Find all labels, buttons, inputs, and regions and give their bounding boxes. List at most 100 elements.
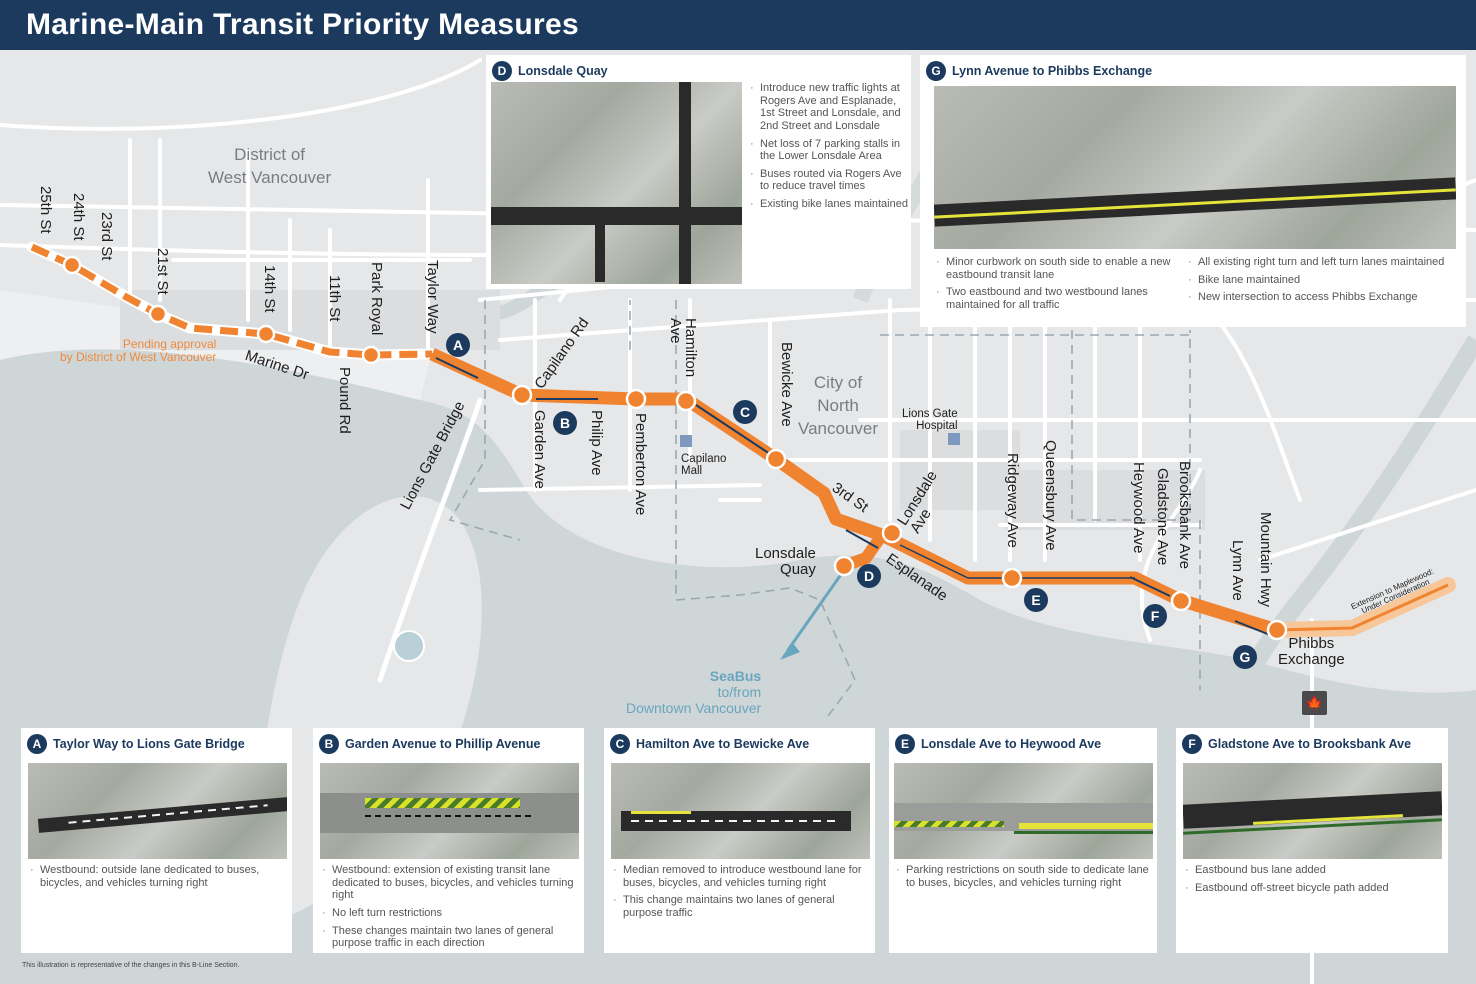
panel-d-bullets: Introduce new traffic lights at Rogers A… [748,82,908,216]
map-badge-a[interactable]: A [446,333,470,357]
street-label-philip-ave: Philip Ave [588,410,605,476]
panel-f-title: Gladstone Ave to Brooksbank Ave [1208,737,1412,751]
street-label-queensbury-ave: Queensbury Ave [1042,440,1059,551]
panel-g-header: G Lynn Avenue to Phibbs Exchange [926,61,1152,81]
panel-g-bullets-right: All existing right turn and left turn la… [1186,256,1462,309]
panel-d-badge: D [492,61,512,81]
street-label-14th: 14th St [261,265,278,313]
poi-label-capilano-mall: Capilano Mall [681,453,727,478]
panel-g-title: Lynn Avenue to Phibbs Exchange [952,64,1153,78]
panel-c-aerial-image [611,763,870,859]
panel-g-lynn-to-phibbs: G Lynn Avenue to Phibbs Exchange Minor c… [920,55,1466,327]
panel-b-bullet: These changes maintain two lanes of gene… [320,925,582,950]
street-label-hamilton-ave: Hamilton Ave [667,318,699,378]
panel-c-bullet: This change maintains two lanes of gener… [611,894,873,919]
map-badge-c[interactable]: C [733,400,757,424]
panel-g-bullet: New intersection to access Phibbs Exchan… [1186,291,1462,304]
panel-a-aerial-image [28,763,287,859]
panel-f-bullet: Eastbound off-street bicycle path added [1183,882,1445,895]
street-label-pound-rd: Pound Rd [336,367,353,434]
poi-label-phibbs-exchange: Phibbs Exchange [1278,635,1345,668]
panel-f-bullets: Eastbound bus lane added Eastbound off-s… [1183,864,1445,899]
page-title: Marine-Main Transit Priority Measures [26,8,579,41]
panel-b-aerial-image [320,763,579,859]
panel-d-bullet: Buses routed via Rogers Ave to reduce tr… [748,168,908,193]
panel-b-bullet: Westbound: extension of existing transit… [320,864,582,902]
panel-d-aerial-image [491,82,742,284]
trans-canada-highway-shield-icon: 🍁 [1302,691,1327,715]
street-label-heywood-ave: Heywood Ave [1130,462,1147,554]
panel-a-bullet: Westbound: outside lane dedicated to bus… [28,864,288,889]
panel-e-lonsdale-to-heywood: E Lonsdale Ave to Heywood Ave Parking re… [889,728,1157,953]
page-header: Marine-Main Transit Priority Measures [0,0,1476,50]
street-label-garden-ave: Garden Ave [531,410,548,489]
panel-c-hamilton-to-bewicke: C Hamilton Ave to Bewicke Ave Median rem… [604,728,875,953]
panel-d-bullet: Net loss of 7 parking stalls in the Lowe… [748,138,908,163]
panel-a-taylor-way: A Taylor Way to Lions Gate Bridge Westbo… [21,728,292,953]
panel-b-garden-to-phillip: B Garden Avenue to Phillip Avenue Westbo… [313,728,584,953]
poi-label-lonsdale-quay: Lonsdale Quay [755,545,816,578]
panel-a-header: A Taylor Way to Lions Gate Bridge [27,734,245,754]
panel-f-gladstone-to-brooksbank: F Gladstone Ave to Brooksbank Ave Eastbo… [1176,728,1448,953]
panel-g-badge: G [926,61,946,81]
panel-e-badge: E [895,734,915,754]
street-label-bewicke-ave: Bewicke Ave [778,342,795,427]
panel-c-header: C Hamilton Ave to Bewicke Ave [610,734,809,754]
panel-e-header: E Lonsdale Ave to Heywood Ave [895,734,1101,754]
panel-c-bullets: Median removed to introduce westbound la… [611,864,873,925]
street-label-gladstone-ave: Gladstone Ave [1154,468,1171,566]
panel-d-bullet: Introduce new traffic lights at Rogers A… [748,82,908,133]
pending-approval-note: Pending approval by District of West Van… [60,337,217,365]
panel-b-bullets: Westbound: extension of existing transit… [320,864,582,955]
seabus-line2: Downtown Vancouver [626,700,762,717]
hospital-marker [948,433,960,445]
seabus-label: SeaBus to/from Downtown Vancouver [626,668,761,716]
area-label-west-vancouver: District of West Vancouver [208,145,332,187]
panel-a-bullets: Westbound: outside lane dedicated to bus… [28,864,288,894]
panel-g-bullet: Two eastbound and two westbound lanes ma… [934,286,1174,311]
map-badge-d[interactable]: D [857,564,881,588]
street-label-mountain-hwy: Mountain Hwy [1257,512,1274,608]
panel-f-aerial-image [1183,763,1442,859]
map-badge-e[interactable]: E [1024,588,1048,612]
panel-b-header: B Garden Avenue to Phillip Avenue [319,734,540,754]
map-badge-g[interactable]: G [1233,645,1257,669]
area-label-north-vancouver: City of North Vancouver [798,373,879,438]
street-label-21st: 21st St [154,248,171,295]
panel-f-badge: F [1182,734,1202,754]
panel-a-badge: A [27,734,47,754]
panel-e-title: Lonsdale Ave to Heywood Ave [921,737,1102,751]
panel-c-title: Hamilton Ave to Bewicke Ave [636,737,810,751]
map-badge-b[interactable]: B [553,411,577,435]
seabus-line1: to/from [717,684,762,701]
panel-b-bullet: No left turn restrictions [320,907,582,920]
street-label-25th: 25th St [37,186,54,234]
panel-c-bullet: Median removed to introduce westbound la… [611,864,873,889]
footnote: This illustration is representative of t… [22,962,240,969]
street-label-24th: 24th St [70,193,87,241]
panel-e-bullet: Parking restrictions on south side to de… [894,864,1156,889]
panel-g-bullets-left: Minor curbwork on south side to enable a… [934,256,1174,317]
panel-e-aerial-image [894,763,1153,859]
panel-g-bullet: All existing right turn and left turn la… [1186,256,1462,269]
street-label-pemberton-ave: Pemberton Ave [632,413,649,516]
map-badge-f[interactable]: F [1143,604,1167,628]
street-label-taylor-way: Taylor Way [424,260,441,334]
poi-label-lions-gate-hospital: Lions Gate Hospital [902,408,958,433]
street-label-park-royal: Park Royal [368,262,385,336]
panel-d-bullet: Existing bike lanes maintained [748,198,908,211]
panel-g-bullet: Minor curbwork on south side to enable a… [934,256,1174,281]
panel-b-title: Garden Avenue to Phillip Avenue [345,737,541,751]
capilano-mall-marker [680,435,692,447]
street-label-ridgeway-ave: Ridgeway Ave [1004,453,1021,548]
panel-g-bullet: Bike lane maintained [1186,274,1462,287]
panel-e-bullets: Parking restrictions on south side to de… [894,864,1156,894]
street-label-23rd: 23rd St [98,212,115,261]
panel-f-header: F Gladstone Ave to Brooksbank Ave [1182,734,1411,754]
panel-d-header: D Lonsdale Quay [492,61,608,81]
panel-c-badge: C [610,734,630,754]
panel-g-aerial-image [934,86,1456,249]
panel-a-title: Taylor Way to Lions Gate Bridge [53,737,245,751]
street-label-lynn-ave: Lynn Ave [1229,540,1246,601]
panel-b-badge: B [319,734,339,754]
